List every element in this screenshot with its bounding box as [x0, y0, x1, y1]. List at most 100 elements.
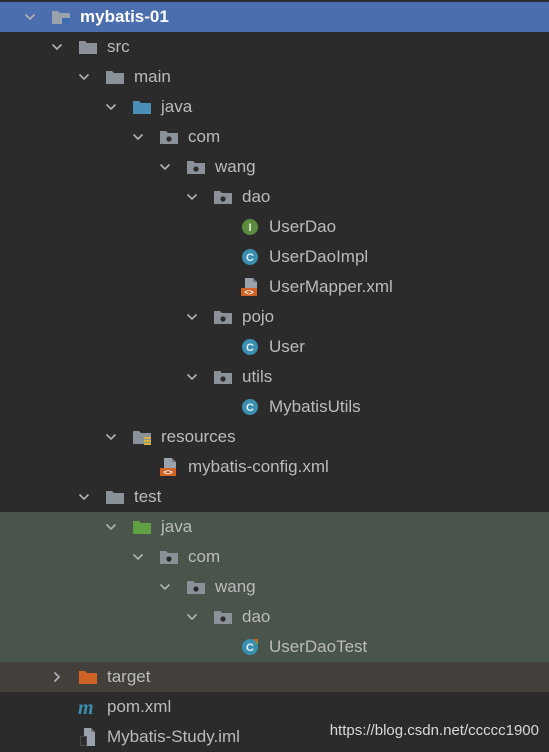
chevron-down-icon[interactable]: [184, 182, 200, 212]
folder-icon: [105, 68, 125, 86]
package-icon: [213, 308, 233, 326]
svg-text:m: m: [78, 698, 94, 716]
package-icon: [159, 128, 179, 146]
tree-node[interactable]: dao: [0, 182, 549, 212]
test-root-folder-icon: [132, 518, 152, 536]
tree-node-label: java: [161, 97, 193, 116]
tree-node[interactable]: I UserDao: [0, 212, 549, 242]
tree-node[interactable]: dao: [0, 602, 549, 632]
chevron-down-icon[interactable]: [22, 2, 38, 32]
tree-node[interactable]: C UserDaoTest: [0, 632, 549, 662]
chevron-down-icon[interactable]: [130, 542, 146, 572]
tree-node-label: test: [134, 487, 162, 506]
svg-text:<>: <>: [163, 468, 173, 476]
tree-node[interactable]: wang: [0, 152, 549, 182]
source-root-folder-icon: [132, 98, 152, 116]
interface-icon: I: [240, 218, 260, 236]
xml-file-icon: <>: [240, 278, 260, 296]
chevron-down-icon[interactable]: [76, 62, 92, 92]
svg-text:C: C: [246, 402, 254, 414]
svg-text:C: C: [246, 342, 254, 354]
folder-icon: [105, 488, 125, 506]
package-icon: [186, 158, 206, 176]
tree-node[interactable]: <> UserMapper.xml: [0, 272, 549, 302]
tree-node-label: pom.xml: [107, 697, 172, 716]
tree-node[interactable]: m pom.xml: [0, 692, 549, 722]
chevron-down-icon[interactable]: [103, 422, 119, 452]
tree-node[interactable]: wang: [0, 572, 549, 602]
tree-node-label: dao: [242, 187, 271, 206]
svg-text:<>: <>: [244, 288, 254, 296]
chevron-down-icon[interactable]: [49, 32, 65, 62]
tree-node[interactable]: java: [0, 92, 549, 122]
tree-node[interactable]: main: [0, 62, 549, 92]
tree-node-label: target: [107, 667, 151, 686]
tree-node-label: resources: [161, 427, 236, 446]
tree-node-label: MybatisUtils: [269, 397, 361, 416]
excluded-folder-icon: [78, 668, 98, 686]
class-icon: C: [240, 338, 260, 356]
package-icon: [186, 578, 206, 596]
iml-file-icon: [78, 728, 98, 746]
package-icon: [213, 368, 233, 386]
tree-node[interactable]: utils: [0, 362, 549, 392]
package-icon: [159, 548, 179, 566]
svg-text:C: C: [246, 252, 254, 264]
watermark: https://blog.csdn.net/ccccc1900: [329, 722, 539, 739]
tree-node-label: User: [269, 337, 305, 356]
tree-node-label: com: [188, 127, 221, 146]
tree-node[interactable]: C User: [0, 332, 549, 362]
tree-node-label: java: [161, 517, 193, 536]
chevron-down-icon[interactable]: [76, 482, 92, 512]
tree-node-label: com: [188, 547, 221, 566]
tree-node[interactable]: src: [0, 32, 549, 62]
chevron-down-icon[interactable]: [184, 302, 200, 332]
tree-node[interactable]: pojo: [0, 302, 549, 332]
chevron-down-icon[interactable]: [157, 152, 173, 182]
tree-node[interactable]: C MybatisUtils: [0, 392, 549, 422]
class-icon: C: [240, 398, 260, 416]
tree-node-label: src: [107, 37, 130, 56]
chevron-down-icon[interactable]: [130, 122, 146, 152]
chevron-down-icon[interactable]: [184, 362, 200, 392]
chevron-down-icon[interactable]: [103, 512, 119, 542]
tree-node[interactable]: com: [0, 542, 549, 572]
tree-node-label: UserDaoTest: [269, 637, 368, 656]
tree-node-label: wang: [215, 577, 256, 596]
chevron-down-icon[interactable]: [184, 602, 200, 632]
resources-folder-icon: [132, 428, 152, 446]
tree-node[interactable]: test: [0, 482, 549, 512]
chevron-down-icon[interactable]: [157, 572, 173, 602]
tree-node[interactable]: target: [0, 662, 549, 692]
module-folder-icon: [51, 8, 71, 26]
tree-node[interactable]: <>mybatis-config.xml: [0, 452, 549, 482]
tree-node[interactable]: java: [0, 512, 549, 542]
tree-node-label: UserDaoImpl: [269, 247, 369, 266]
xml-file-icon: <>: [159, 458, 179, 476]
tree-node[interactable]: C UserDaoImpl: [0, 242, 549, 272]
tree-node[interactable]: com: [0, 122, 549, 152]
tree-node-label: UserMapper.xml: [269, 277, 393, 296]
chevron-down-icon[interactable]: [103, 92, 119, 122]
tree-node-label: utils: [242, 367, 273, 386]
class-icon: C: [240, 248, 260, 266]
tree-node-label: main: [134, 67, 171, 86]
tree-node-label: Mybatis-Study.iml: [107, 727, 240, 746]
package-icon: [213, 188, 233, 206]
tree-node-label: wang: [215, 157, 256, 176]
svg-text:I: I: [248, 222, 251, 234]
chevron-right-icon[interactable]: [49, 662, 65, 692]
tree-node[interactable]: mybatis-01: [0, 2, 549, 32]
test-class-icon: C: [240, 638, 260, 656]
maven-pom-icon: m: [78, 698, 98, 716]
svg-text:C: C: [246, 642, 254, 654]
tree-node[interactable]: Mybatis-Study.iml: [0, 722, 549, 752]
tree-node-label: mybatis-01: [80, 7, 169, 26]
tree-node[interactable]: resources: [0, 422, 549, 452]
tree-node-label: dao: [242, 607, 271, 626]
folder-icon: [78, 38, 98, 56]
tree-node-label: pojo: [242, 307, 275, 326]
tree-node-label: UserDao: [269, 217, 337, 236]
package-icon: [213, 608, 233, 626]
